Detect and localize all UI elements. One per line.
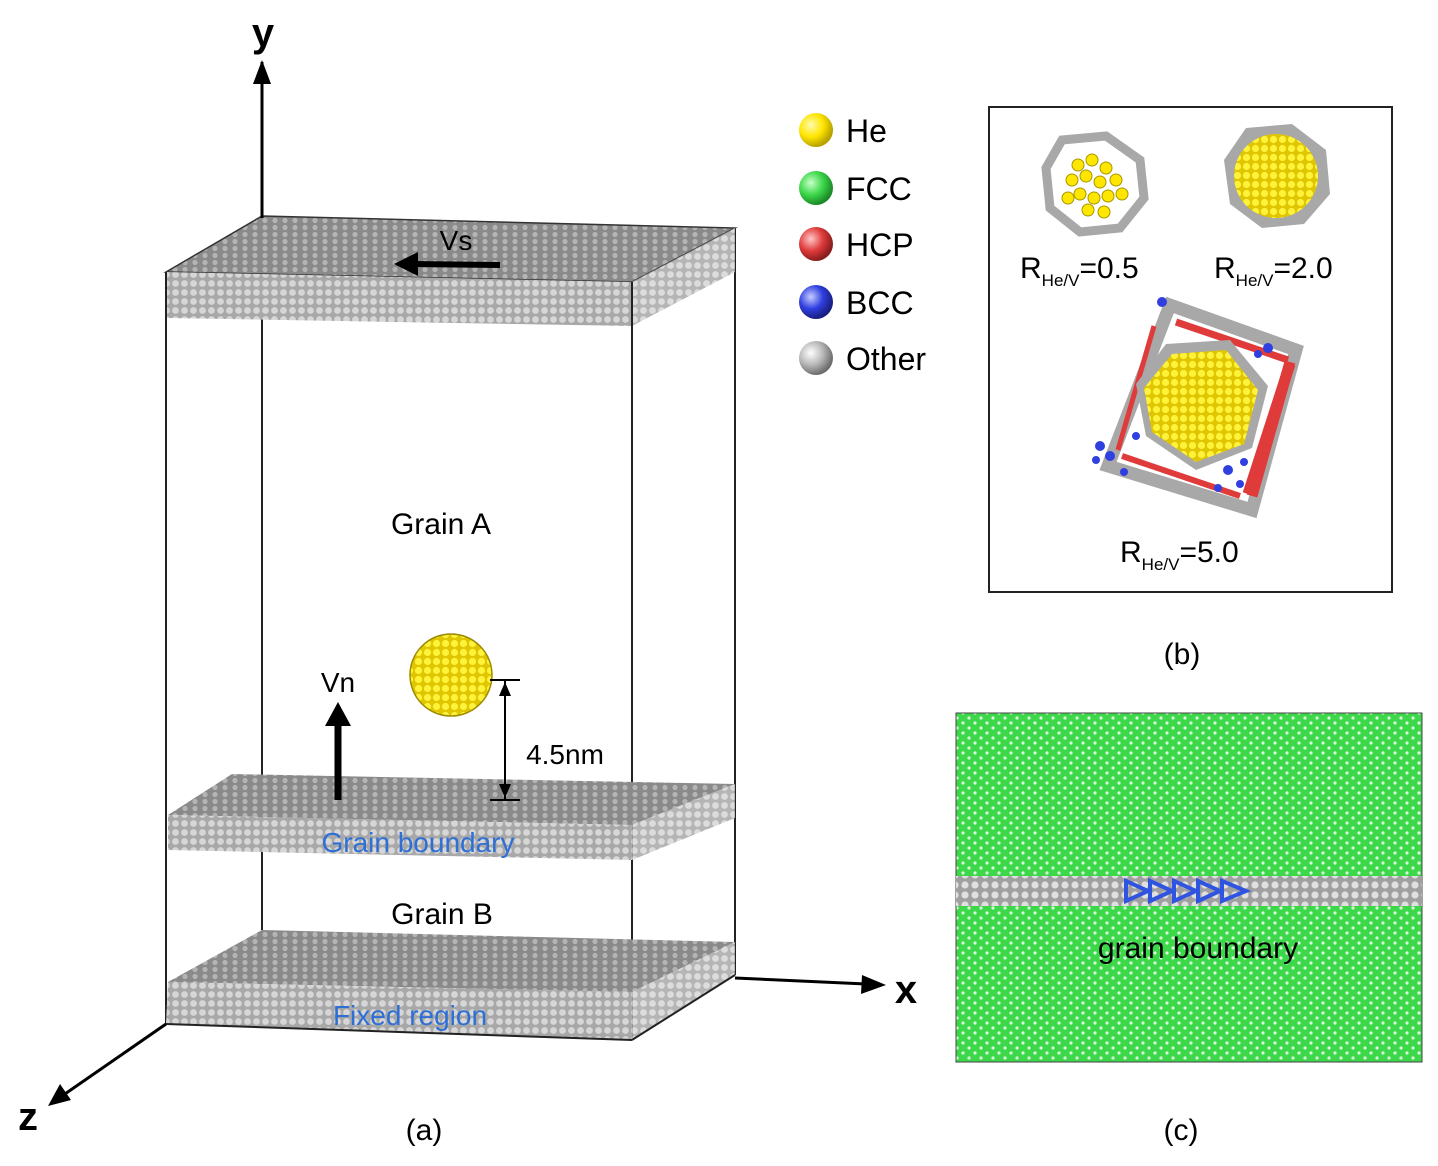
legend-hcp-label: HCP	[846, 227, 914, 263]
ratio-20-r: R	[1214, 252, 1236, 285]
grain-boundary-side-face	[632, 784, 735, 860]
fixed-region-front-face	[166, 982, 632, 1040]
legend-he-swatch	[799, 113, 833, 147]
ratio-50-subscript: He/V	[1142, 555, 1180, 574]
cluster-50-hcp-left	[1115, 325, 1157, 451]
legend-hcp-swatch	[799, 227, 833, 261]
vn-label: Vn	[321, 667, 355, 698]
legend-fcc-swatch	[799, 171, 833, 205]
ratio-50-label: RHe/V=5.0	[1120, 536, 1239, 574]
panel-c-caption: (c)	[1164, 1114, 1199, 1147]
fixed-region-label: Fixed region	[333, 1000, 487, 1031]
fixed-region-side-face	[632, 942, 735, 1040]
vs-label: Vs	[440, 225, 473, 256]
he-bubble	[409, 633, 493, 717]
x-axis	[734, 976, 867, 986]
vn-arrowhead	[325, 702, 351, 726]
vs-arrow	[411, 261, 501, 268]
panel-c-blue-triangles	[1124, 877, 1252, 905]
z-axis-label: z	[18, 1095, 38, 1139]
y-axis-label: y	[252, 11, 275, 55]
panel-b-caption: (b)	[1164, 638, 1201, 671]
grain-a-label: Grain A	[391, 508, 491, 541]
cluster-50-bcc-atoms	[1092, 297, 1273, 492]
grain-boundary-label: Grain boundary	[321, 827, 514, 858]
box-bottom-front-edge	[165, 1023, 633, 1041]
ratio-50-r: R	[1120, 536, 1142, 569]
cluster-05-he-atoms	[1061, 153, 1129, 219]
z-axis	[61, 1022, 167, 1098]
panel-c-grain-boundary-band	[956, 876, 1422, 906]
panel-c: grain boundary (c)	[955, 712, 1423, 1147]
cluster-05-shell	[1041, 131, 1149, 237]
fixed-region-top-face	[168, 930, 735, 992]
ratio-05-subscript: He/V	[1042, 271, 1080, 290]
top-slab-side-face	[632, 228, 735, 326]
legend-other-label: Other	[846, 341, 926, 377]
cluster-50-hcp-top	[1174, 318, 1290, 364]
grain-boundary-top-face	[168, 774, 735, 825]
distance-arrow-up	[499, 682, 511, 696]
cluster-50-hcp-right	[1242, 362, 1296, 496]
y-axis-arrowhead	[253, 60, 271, 84]
legend-other-swatch	[799, 341, 833, 375]
z-axis-arrowhead	[48, 1084, 71, 1106]
distance-arrow-down	[499, 784, 511, 798]
grain-boundary-front-face	[168, 815, 632, 860]
ratio-05-value: =0.5	[1079, 252, 1138, 285]
vs-arrowhead	[394, 252, 418, 276]
ratio-20-value: =2.0	[1273, 252, 1332, 285]
panel-a: y x z Vs Vn 4.5nm Grain A Grain boundary…	[18, 11, 917, 1147]
ratio-05-r: R	[1020, 252, 1042, 285]
legend-bcc-label: BCC	[846, 285, 914, 321]
panel-c-grain-boundary-label: grain boundary	[1098, 932, 1298, 965]
ratio-20-label: RHe/V=2.0	[1214, 252, 1333, 290]
box-bottom-side-edge	[631, 974, 736, 1041]
panel-b: RHe/V=0.5 RHe/V=2.0 RHe/V=5.0 (b)	[988, 106, 1393, 671]
cluster-20-he-core	[1234, 134, 1318, 218]
legend-bcc-swatch	[799, 285, 833, 319]
ratio-05-label: RHe/V=0.5	[1020, 252, 1139, 290]
legend-he-label: He	[846, 113, 887, 149]
cluster-50-he-core	[1144, 350, 1258, 462]
ratio-20-subscript: He/V	[1236, 271, 1274, 290]
legend: He FCC HCP BCC Other	[799, 113, 926, 377]
ratio-50-value: =5.0	[1179, 536, 1238, 569]
panel-a-caption: (a)	[406, 1114, 443, 1147]
top-slab-front-face	[166, 272, 632, 326]
x-axis-arrowhead	[861, 975, 886, 994]
x-axis-label: x	[895, 968, 917, 1012]
distance-label: 4.5nm	[526, 739, 604, 770]
grain-b-label: Grain B	[391, 898, 493, 931]
legend-fcc-label: FCC	[846, 171, 912, 207]
